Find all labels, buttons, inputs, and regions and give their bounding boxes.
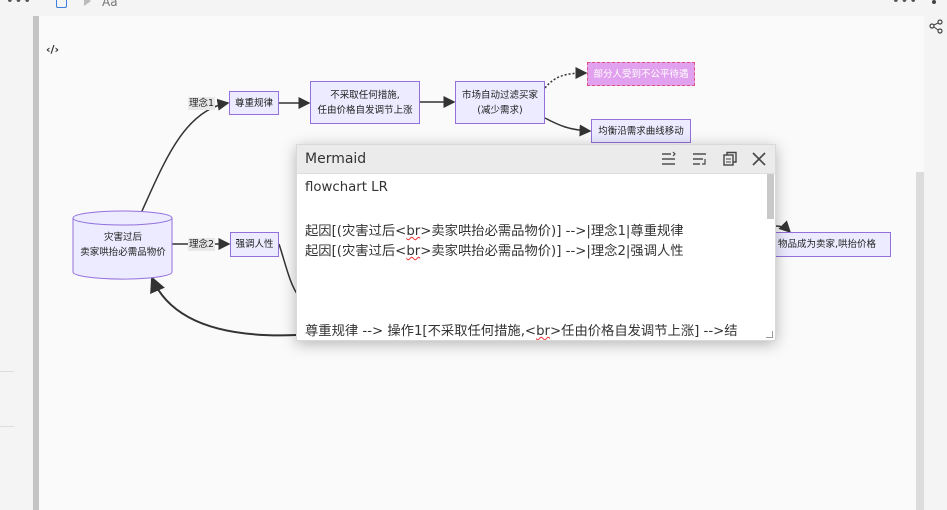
code-block-icon[interactable]: ‹/› bbox=[46, 43, 60, 56]
code-line: 起因[(灾害过后<br>卖家哄抬必需品物价)] -->|理念2|强调人性 bbox=[305, 240, 684, 259]
left-sidebar bbox=[0, 16, 33, 510]
graph-icon[interactable] bbox=[928, 0, 944, 36]
divider bbox=[0, 426, 14, 427]
editor-scrollbar[interactable] bbox=[767, 174, 774, 219]
popup-title: Mermaid bbox=[305, 151, 367, 167]
code-text: flowchart LR bbox=[305, 180, 388, 195]
scrollbar[interactable] bbox=[916, 172, 924, 510]
document-icon[interactable] bbox=[56, 0, 67, 8]
spellcheck-word: br bbox=[536, 324, 550, 339]
code-text: >卖家哄抬必需品物价)] -->|理念2|强调人性 bbox=[420, 244, 684, 259]
top-toolbar: ••• Aa ••• bbox=[0, 0, 947, 16]
divider bbox=[0, 371, 14, 372]
node-emphasize: 强调人性 bbox=[230, 232, 279, 257]
code-text: 起因[(灾害过后< bbox=[305, 244, 407, 259]
code-line: flowchart LR bbox=[305, 180, 388, 195]
code-text: 起因[(灾害过后< bbox=[305, 224, 407, 239]
edge-cause-idea1 bbox=[141, 98, 230, 212]
play-icon[interactable] bbox=[84, 0, 91, 6]
more-menu-icon[interactable]: ••• bbox=[6, 0, 33, 9]
spellcheck-word: br bbox=[406, 224, 421, 239]
node-market-line2: (减少需求) bbox=[477, 104, 523, 116]
code-line: 尊重规律 --> 操作1[不采取任何措施,<br>任由价格自发调节上涨] -->… bbox=[305, 320, 738, 339]
node-cause-line1: 灾害过后 bbox=[103, 232, 142, 243]
cause-cylinder bbox=[72, 210, 173, 280]
align-left-icon[interactable] bbox=[661, 151, 677, 167]
spellcheck-word: br bbox=[406, 244, 421, 259]
node-cause-text: 灾害过后 卖家哄抬必需品物价 bbox=[74, 230, 172, 260]
node-action1-line2: 任由价格自发调节上涨 bbox=[317, 104, 413, 116]
edge-market-equilibrium bbox=[544, 117, 592, 137]
block-gutter bbox=[33, 16, 39, 510]
code-line: 起因[(灾害过后<br>卖家哄抬必需品物价)] -->|理念1|尊重规律 bbox=[305, 220, 684, 239]
code-text: 尊重规律 --> 操作1[不采取任何措施,< bbox=[305, 324, 537, 339]
right-icons bbox=[928, 0, 944, 39]
node-respect-law: 尊重规律 bbox=[229, 91, 279, 115]
right-panel bbox=[916, 0, 947, 510]
copy-icon[interactable] bbox=[722, 151, 738, 167]
wrap-text-icon[interactable] bbox=[692, 151, 708, 167]
close-icon[interactable] bbox=[751, 151, 767, 167]
node-action1-line1: 不采取任何措施, bbox=[330, 89, 400, 101]
popup-header: Mermaid bbox=[297, 145, 775, 174]
node-market-filter: 市场自动过滤买家 (减少需求) bbox=[455, 81, 545, 124]
node-market-line1: 市场自动过滤买家 bbox=[461, 89, 538, 101]
edge-goods bbox=[775, 220, 792, 234]
text-format-button[interactable]: Aa bbox=[102, 0, 118, 9]
node-action1: 不采取任何措施, 任由价格自发调节上涨 bbox=[310, 81, 420, 124]
node-goods-seller: 物品成为卖家,哄抬价格 bbox=[775, 232, 891, 257]
node-cause-line2: 卖家哄抬必需品物价 bbox=[80, 247, 166, 258]
edge-label-idea1: 理念1 bbox=[188, 97, 216, 110]
resize-handle[interactable] bbox=[766, 331, 773, 338]
code-text: >任由价格自发调节上涨] -->结 bbox=[550, 324, 738, 339]
more-options-icon[interactable]: ••• bbox=[892, 0, 919, 9]
node-equilibrium: 均衡沿需求曲线移动 bbox=[591, 119, 691, 143]
node-unfair: 部分人受到不公平待遇 bbox=[587, 62, 695, 86]
edge-market-unfair bbox=[544, 67, 588, 89]
edge-return-cause bbox=[150, 276, 297, 337]
edge-label-idea2: 理念2 bbox=[188, 238, 216, 251]
code-text: >卖家哄抬必需品物价)] -->|理念1|尊重规律 bbox=[420, 224, 684, 239]
